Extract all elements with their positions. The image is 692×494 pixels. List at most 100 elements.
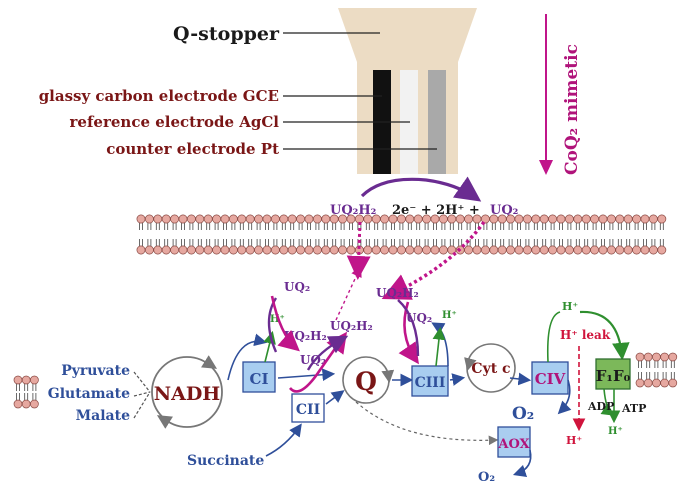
lipid-head <box>657 214 667 224</box>
ciii-to-cytc-arrow <box>449 373 466 386</box>
ciii-purple-arrow <box>397 299 420 357</box>
lipid-head <box>312 214 322 224</box>
lipid-head <box>489 214 499 224</box>
nadh-cycle <box>151 356 223 428</box>
complex-i-label: CI <box>250 370 269 388</box>
lipid-head <box>497 245 507 255</box>
lipid-head <box>668 378 678 388</box>
dashed-arrow-uq2-down <box>381 220 486 300</box>
lipid-head <box>321 245 331 255</box>
lipid-head <box>212 214 222 224</box>
adp-label: ADP <box>587 400 614 413</box>
lipid-head <box>422 245 432 255</box>
lipid-head <box>144 214 154 224</box>
lipid-head <box>506 245 516 255</box>
lipid-head <box>178 214 188 224</box>
lipid-head <box>338 245 348 255</box>
dashed-arrow-q-to-membrane <box>335 265 362 321</box>
lipid-head <box>153 245 163 255</box>
lipid-head <box>598 245 608 255</box>
lipid-head <box>354 214 364 224</box>
lipid-head <box>531 245 541 255</box>
lipid-head <box>598 214 608 224</box>
lipid-head <box>652 378 661 388</box>
complex-iv <box>531 361 569 395</box>
lipid-head <box>668 352 678 362</box>
lipid-head <box>640 214 650 224</box>
substrate-succinate: Succinate <box>187 453 264 469</box>
f1f0-proton-curve <box>579 310 630 361</box>
lipid-head <box>396 214 406 224</box>
lipid-head <box>245 214 255 224</box>
lipid-head <box>220 214 230 224</box>
lipid-head <box>556 245 566 255</box>
lipid-head <box>186 245 196 255</box>
lipid-head <box>623 214 633 224</box>
lipid-head <box>472 245 482 255</box>
lipid-head <box>581 245 591 255</box>
complex-ii-label: CII <box>296 402 320 418</box>
aox-o2-label: O₂ <box>478 470 495 485</box>
lipid-head <box>203 214 213 224</box>
lipid-head <box>237 214 247 224</box>
lipid-head <box>371 214 381 224</box>
lipid-head <box>279 245 289 255</box>
cytc-label: Cyt c <box>471 361 510 377</box>
complex-iii-label: CIII <box>415 375 446 391</box>
q-stopper-funnel <box>338 8 477 62</box>
lipid-head <box>413 214 423 224</box>
lipid-head <box>270 245 280 255</box>
substrate-glutamate: Glutamate <box>48 386 130 402</box>
lipid-head <box>296 214 306 224</box>
lipid-head <box>262 245 272 255</box>
lipid-head <box>489 245 499 255</box>
lipid-head <box>556 214 566 224</box>
lipid-head <box>522 245 532 255</box>
ci-curve <box>227 333 268 381</box>
ci-pink-loop <box>270 295 300 352</box>
lipid-head <box>304 214 314 224</box>
lipid-head <box>161 214 171 224</box>
ci-uq2-top: UQ₂ <box>284 280 310 294</box>
complex-i <box>242 361 276 393</box>
lipid-head <box>170 214 180 224</box>
lipid-head <box>447 214 457 224</box>
lipid-stub-right <box>635 352 678 388</box>
lipid-head <box>296 245 306 255</box>
lipid-head <box>153 214 163 224</box>
aox-enzyme <box>497 426 531 458</box>
atp-label: ATP <box>621 402 646 415</box>
lipid-head <box>531 214 541 224</box>
cii-to-q-arrow <box>325 390 345 405</box>
lipid-head <box>506 214 516 224</box>
lipid-head <box>464 214 474 224</box>
hleak-label: H⁺ leak <box>560 328 611 342</box>
lipid-head <box>430 214 440 224</box>
lipid-head <box>228 214 238 224</box>
q-stopper-label: Q-stopper <box>173 23 280 45</box>
lipid-head <box>195 214 205 224</box>
f1f0-h-label: H⁺ <box>608 426 623 437</box>
lipid-head <box>329 214 339 224</box>
lipid-head <box>13 399 23 409</box>
lipid-head <box>657 245 667 255</box>
lipid-head <box>254 214 264 224</box>
ciii-h-arrow <box>432 326 446 367</box>
lipid-head <box>635 352 645 362</box>
nadh-cycle-arrow-bottom <box>156 415 173 429</box>
membrane-uq2: UQ₂ <box>490 203 518 218</box>
lipid-head <box>590 214 600 224</box>
lipid-head <box>640 245 650 255</box>
lipid-stub-left <box>13 375 39 409</box>
lipid-head <box>643 378 653 388</box>
q-to-aox-dashed <box>355 401 499 446</box>
lipid-head <box>615 245 625 255</box>
lipid-head <box>178 245 188 255</box>
lipid-head <box>539 214 549 224</box>
q-cycle-arrow <box>381 369 395 384</box>
inner-membrane <box>136 214 667 255</box>
lipid-head <box>405 214 415 224</box>
lipid-head <box>220 245 230 255</box>
lipid-head <box>203 245 213 255</box>
